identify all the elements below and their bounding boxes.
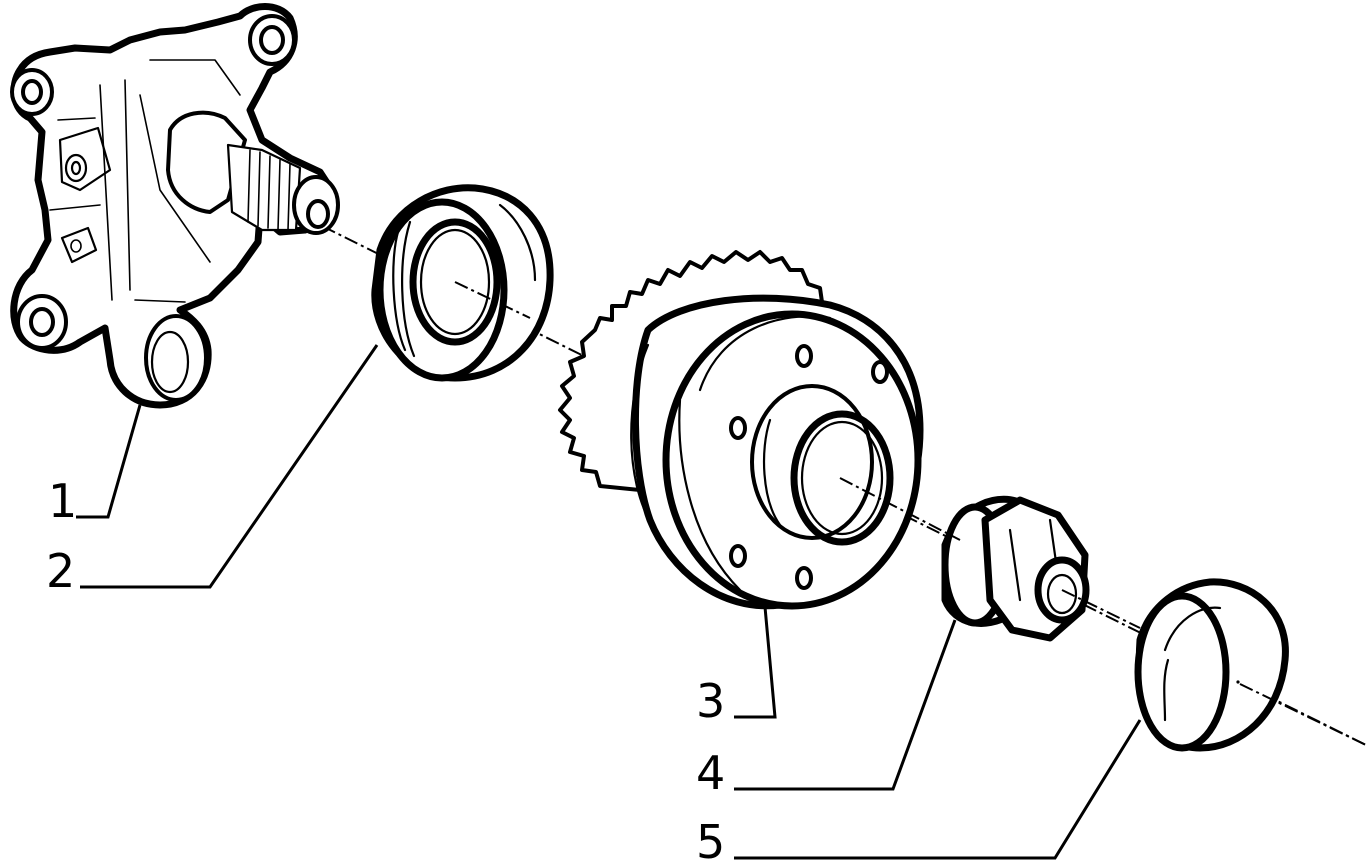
callout-1: 1 — [48, 474, 77, 528]
part-3-wheel-hub — [558, 250, 924, 610]
part-4-hub-nut — [941, 495, 1090, 642]
part-2-bearing-ring — [371, 184, 554, 382]
callout-3: 3 — [696, 674, 725, 728]
leader-1 — [76, 404, 142, 519]
callout-4: 4 — [696, 746, 725, 800]
leader-3 — [734, 606, 777, 719]
leader-4 — [734, 619, 957, 791]
callout-5: 5 — [696, 815, 725, 862]
callout-2: 2 — [46, 544, 75, 598]
part-5-dust-cap — [1134, 578, 1289, 752]
leader-5 — [734, 719, 1142, 860]
part-1-stub-axle-carrier — [10, 3, 340, 409]
leader-2 — [80, 344, 379, 589]
